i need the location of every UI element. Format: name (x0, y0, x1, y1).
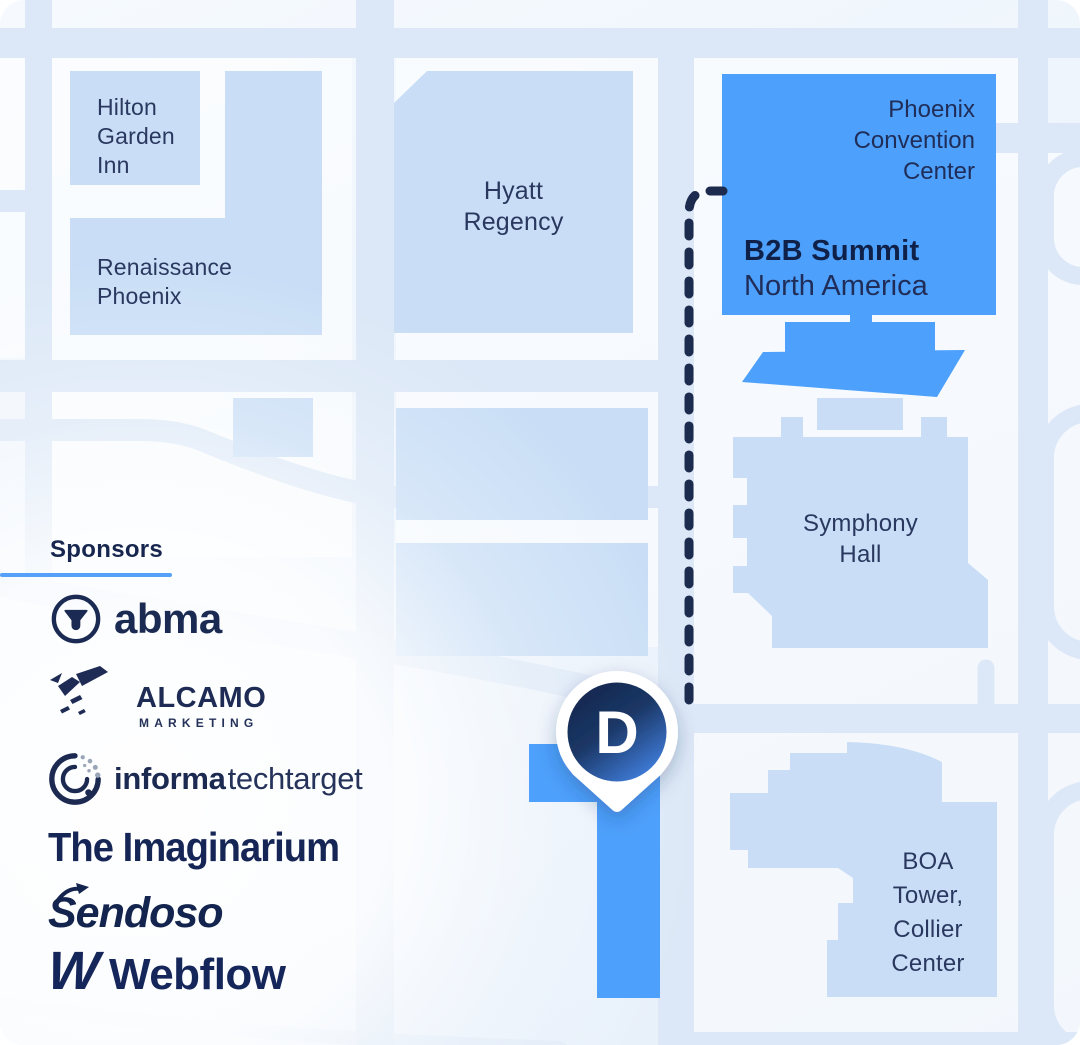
label-boa-tower: BOA Tower, Collier Center (828, 845, 1028, 981)
label-line: Collier (893, 916, 963, 943)
label-line: Hall (839, 541, 882, 568)
sponsor-sendoso: Sendoso (48, 883, 224, 938)
sponsor-informa-wordmark: informa (114, 761, 226, 796)
route-dashed-line (684, 186, 728, 707)
sponsor-webflow-wordmark: Webflow (108, 950, 286, 999)
label-line: Tower, (892, 882, 964, 909)
label-line: Center (891, 950, 965, 977)
label-line: Regency (463, 208, 564, 236)
label-line: Center (902, 158, 975, 185)
label-line: Garden (97, 123, 175, 149)
sponsor-abma-wordmark: abma (114, 595, 222, 642)
event-subtitle: North America (744, 270, 928, 302)
sponsor-alcamo-wordmark: ALCAMO (136, 682, 267, 714)
pin-body (567, 682, 667, 782)
label-hyatt-regency: Hyatt Regency (394, 176, 633, 238)
sponsors-underline (0, 573, 172, 577)
sponsor-sendoso-wordmark: Sendoso (48, 889, 224, 937)
sponsor-the-imaginarium: The Imaginarium (48, 824, 361, 871)
sponsor-abma: abma (50, 593, 222, 645)
label-line: Inn (97, 152, 130, 178)
sponsors-heading: Sponsors (50, 536, 164, 563)
label-line: Phoenix (97, 283, 182, 309)
label-line: Convention (853, 127, 975, 154)
sponsors-panel: Sponsors abma ALCAMO MARKETING (0, 0, 420, 1045)
arrow-swoosh-icon (56, 883, 89, 902)
sponsor-webflow: W Webflow (45, 941, 286, 1001)
label-line: Phoenix (888, 96, 975, 123)
label-line: Hilton (97, 94, 158, 120)
arrows-icon (50, 666, 108, 715)
orbit-icon (49, 753, 101, 805)
sponsor-alcamo: ALCAMO MARKETING (48, 664, 288, 730)
webflow-w-icon: W (45, 941, 102, 1001)
label-symphony-hall: Symphony Hall (743, 508, 978, 570)
location-pin: D (556, 671, 678, 812)
label-renaissance-phoenix: Renaissance Phoenix (97, 253, 232, 311)
sponsor-techtarget-wordmark: techtarget (227, 761, 363, 796)
event-title: B2B Summit (744, 235, 920, 267)
label-line: BOA (902, 848, 954, 875)
sponsor-imaginarium-wordmark: The Imaginarium (48, 824, 340, 870)
label-venue-name: Phoenix Convention Center (740, 94, 975, 187)
label-line: Hyatt (483, 177, 544, 205)
sponsor-alcamo-tagline: MARKETING (139, 716, 259, 730)
label-hilton-garden-inn: Hilton Garden Inn (97, 93, 175, 180)
funnel-icon (51, 594, 101, 644)
pin-monogram: D (595, 699, 638, 766)
label-line: Renaissance (97, 254, 233, 280)
sponsor-informa-techtarget: informatechtarget (46, 750, 363, 808)
label-line: Symphony (803, 510, 918, 537)
